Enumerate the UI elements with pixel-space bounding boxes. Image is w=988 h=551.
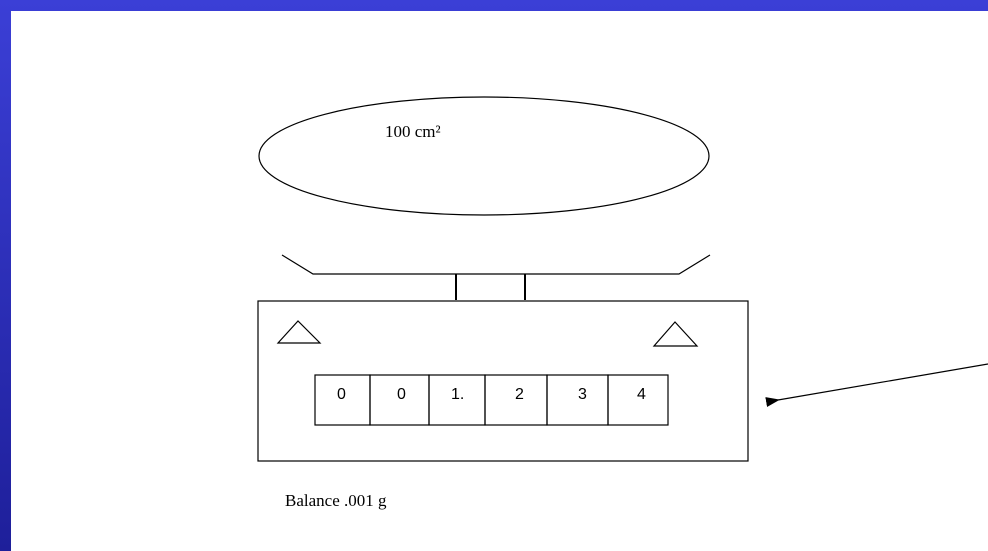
balance-caption: Balance .001 g	[285, 491, 387, 510]
display-digit: 0	[397, 386, 406, 403]
display-digit: 3	[578, 386, 587, 403]
display-digit: 0	[337, 386, 346, 403]
display-digit: 2	[515, 386, 524, 403]
sample-ellipse	[258, 96, 710, 216]
sample-area-label: 100 cm²	[385, 122, 441, 141]
pointer-arrow	[765, 363, 988, 407]
right-level-triangle	[652, 321, 699, 347]
display-cell	[607, 374, 669, 426]
balance-display: 0 0 1. 2 3 4	[314, 374, 669, 426]
balance-pan	[281, 254, 711, 275]
left-level-triangle	[276, 320, 322, 344]
display-digit: 4	[637, 386, 646, 403]
balance-body	[257, 300, 749, 462]
display-digit: 1.	[451, 386, 464, 403]
